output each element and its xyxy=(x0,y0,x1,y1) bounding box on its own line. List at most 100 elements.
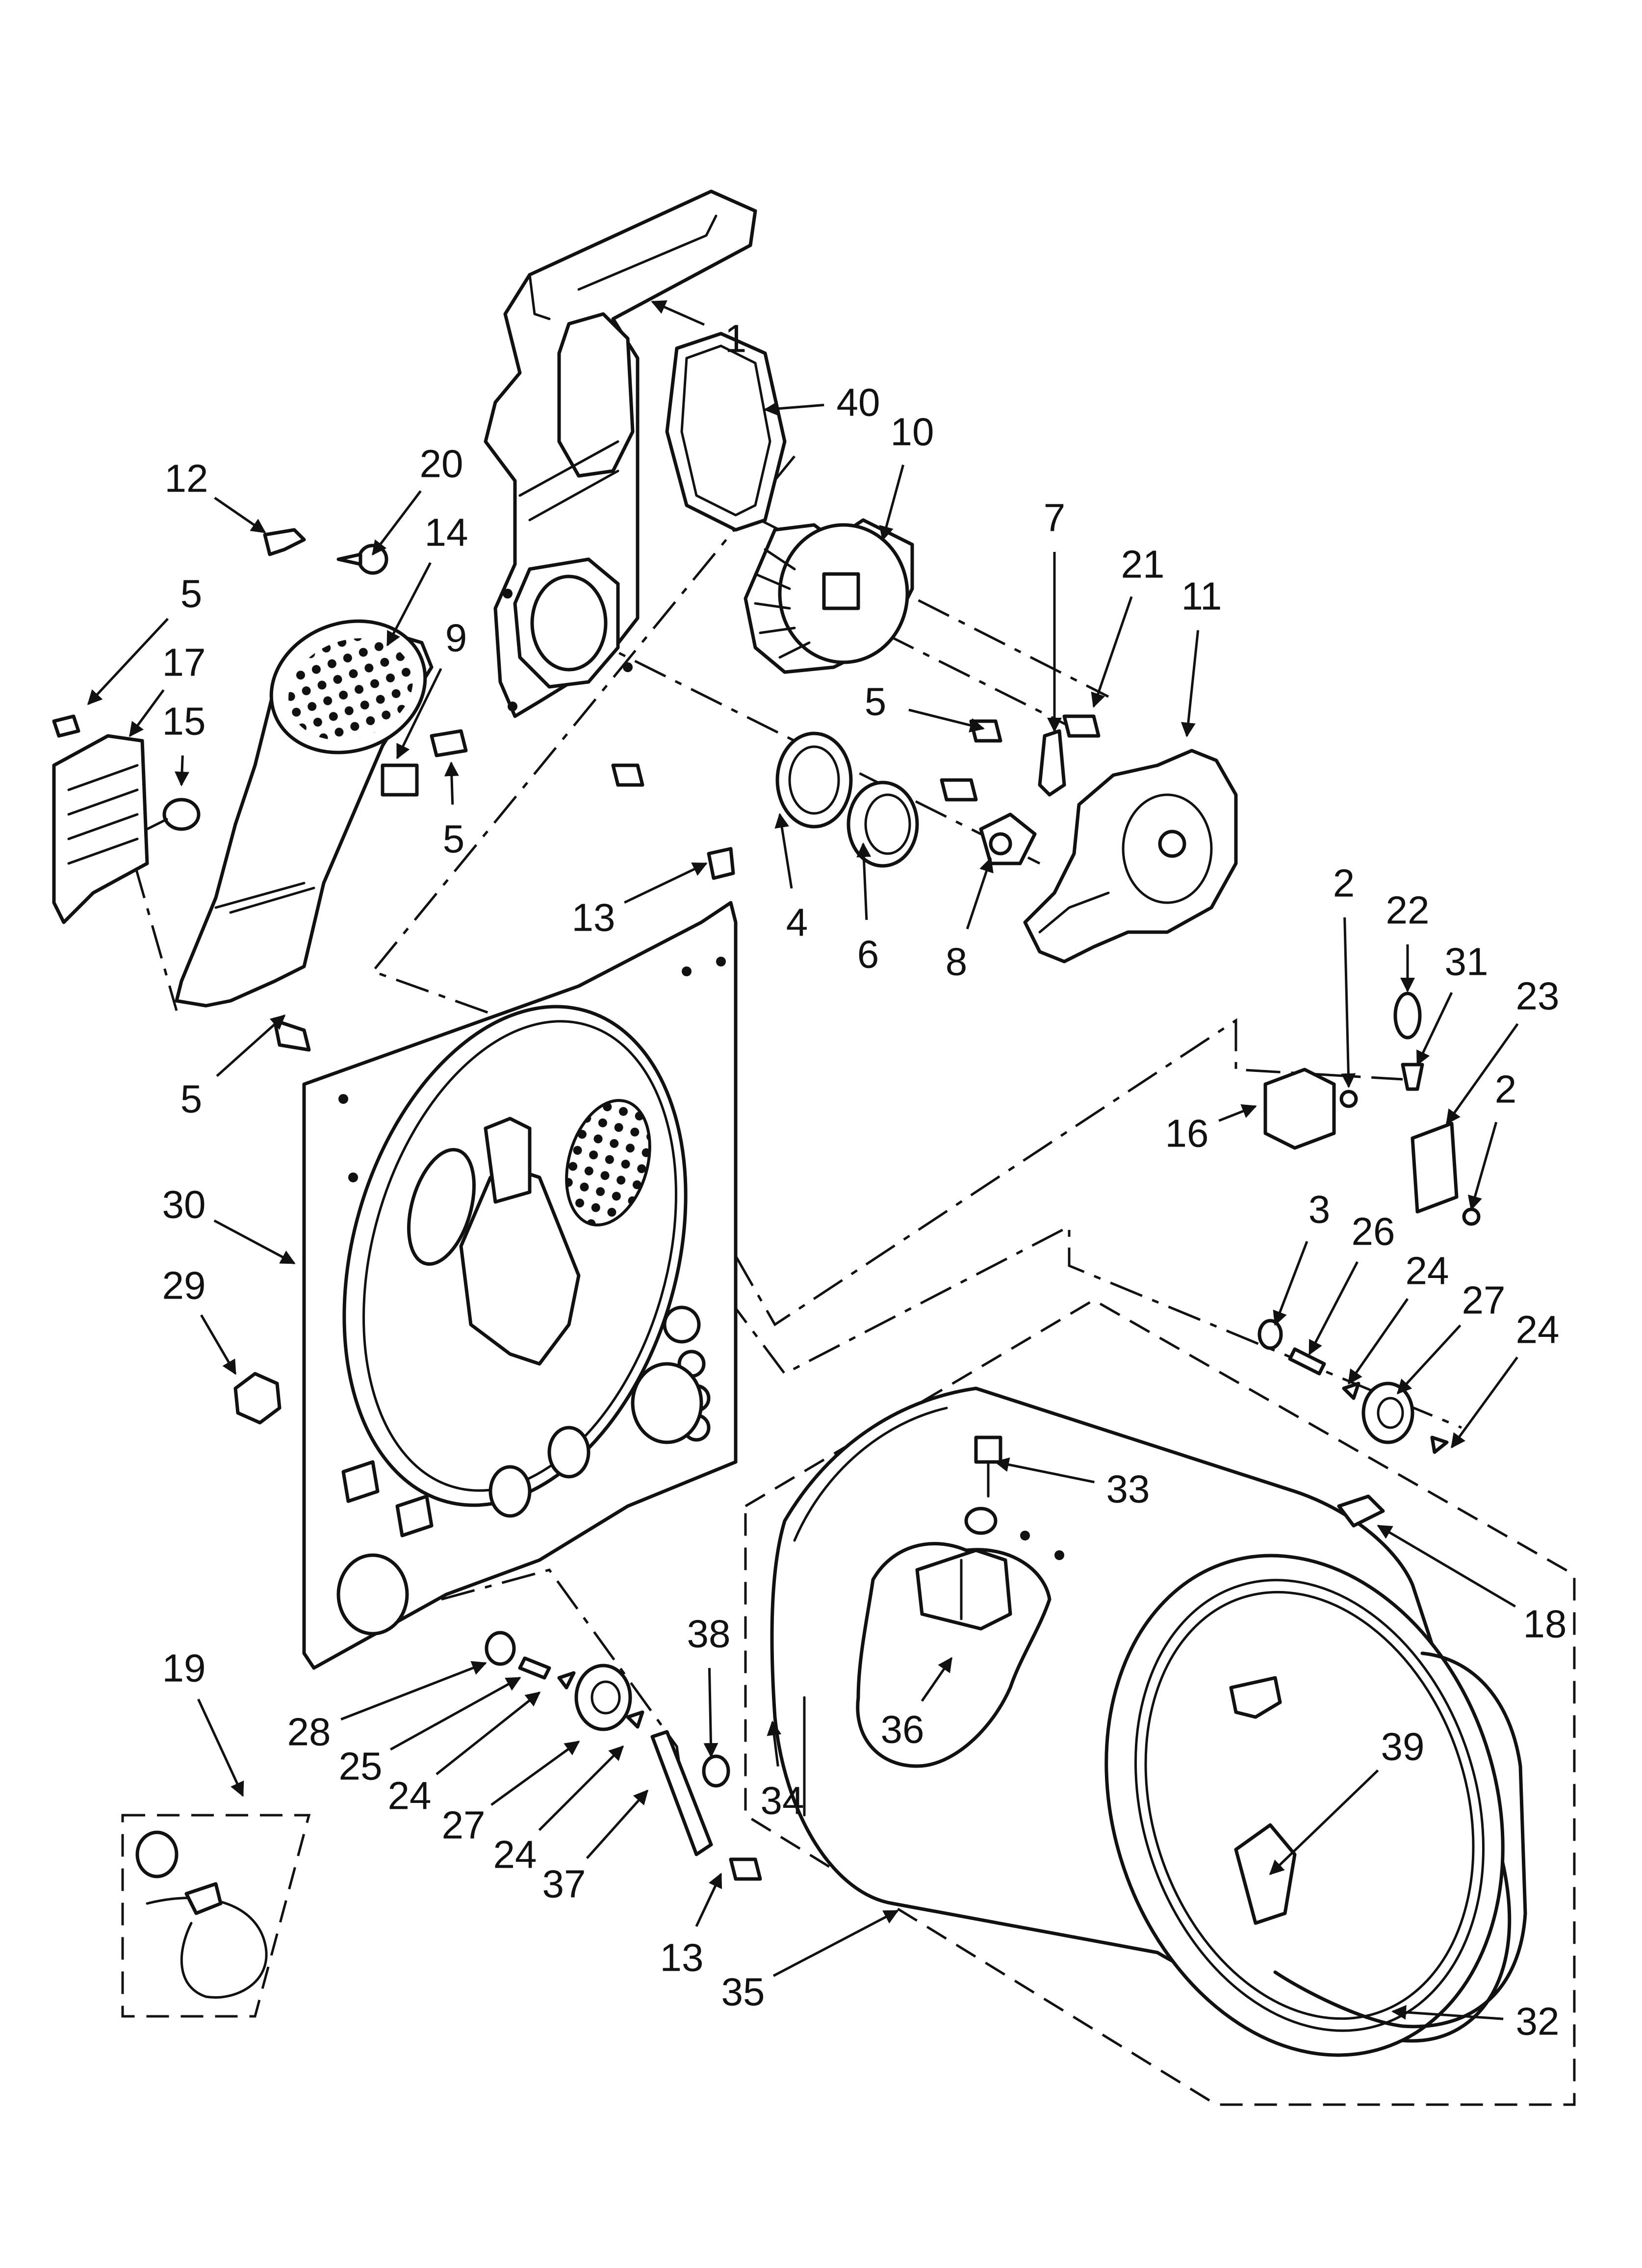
leader-line xyxy=(340,1661,487,1721)
leader-line xyxy=(490,1740,580,1806)
duct-gasket-part-40 xyxy=(665,332,787,532)
callout-c14: 14 xyxy=(386,511,468,647)
leader-line xyxy=(767,1721,782,1767)
blower-housing-part-11 xyxy=(1023,749,1238,964)
part-number-label: 27 xyxy=(1462,1278,1506,1322)
drive-belt-part-32 xyxy=(1273,1651,1527,2029)
bearing-part-6 xyxy=(847,781,919,868)
wire-kit-part-19 xyxy=(135,1830,268,1999)
leader-line xyxy=(1467,1121,1498,1211)
leader-line xyxy=(1396,1324,1462,1395)
blower-wheel-part-10 xyxy=(744,518,914,674)
screw-part-5-bottom xyxy=(273,1018,311,1052)
callout-c35: 35 xyxy=(721,1909,899,2014)
part-number-label: 29 xyxy=(162,1264,206,1307)
leader-line xyxy=(200,1314,237,1375)
clip-part-7 xyxy=(1038,729,1066,797)
part-number-label: 15 xyxy=(162,700,206,743)
part-number-label: 24 xyxy=(1406,1249,1449,1293)
callout-c40: 40 xyxy=(764,381,880,424)
leader-line xyxy=(538,1745,624,1831)
callout-c5d: 5 xyxy=(180,1014,286,1121)
callout-c2a: 2 xyxy=(1333,861,1356,1088)
part-number-label: 8 xyxy=(946,940,968,984)
part-number-label: 11 xyxy=(1181,574,1222,618)
callout-c33: 33 xyxy=(994,1457,1150,1511)
callout-c30: 30 xyxy=(162,1183,296,1265)
callout-c5a: 5 xyxy=(87,572,202,705)
roller-part-27-a xyxy=(1361,1382,1414,1444)
screw-part-5-heater xyxy=(52,714,80,738)
leader-line xyxy=(216,1014,286,1077)
part-number-label: 5 xyxy=(865,680,887,724)
callout-c11: 11 xyxy=(1180,574,1222,737)
leader-line xyxy=(213,1219,296,1265)
leader-line xyxy=(128,689,165,737)
seal-part-4 xyxy=(775,731,853,829)
part-number-label: 10 xyxy=(891,410,934,454)
ring-part-24-d xyxy=(626,1710,644,1729)
part-number-label: 21 xyxy=(1121,543,1165,586)
washer-part-38 xyxy=(702,1754,730,1788)
leader-line xyxy=(1341,917,1356,1088)
part-number-label: 33 xyxy=(1106,1467,1150,1511)
leader-line xyxy=(197,1698,244,1797)
part-number-label: 36 xyxy=(881,1708,924,1751)
ring-part-24-a xyxy=(1342,1382,1360,1400)
leader-line xyxy=(703,1668,718,1758)
leader-line xyxy=(386,562,432,647)
leader-line xyxy=(1180,630,1200,737)
screw-part-13-panel xyxy=(707,847,735,880)
leader-line xyxy=(1450,1356,1518,1449)
callout-c24c: 24 xyxy=(388,1692,541,1818)
heater-part-17 xyxy=(52,734,149,924)
screw-part-5-fan-b xyxy=(940,778,978,802)
screw-part-5-thermostat xyxy=(430,729,468,757)
leader-line xyxy=(772,1909,899,1977)
part-number-label: 20 xyxy=(420,442,463,486)
part-number-label: 18 xyxy=(1523,1602,1567,1646)
shaft-part-26 xyxy=(1288,1347,1326,1376)
part-number-label: 12 xyxy=(165,457,208,500)
ring-part-24-c xyxy=(557,1671,576,1690)
part-number-label: 35 xyxy=(721,1970,765,2014)
screw-part-13-bottom xyxy=(729,1857,762,1881)
leader-line xyxy=(774,813,793,889)
leader-line xyxy=(87,618,169,705)
motor-part-8 xyxy=(979,812,1037,865)
part-number-label: 40 xyxy=(837,381,880,424)
part-number-label: 37 xyxy=(542,1862,586,1906)
callout-c8: 8 xyxy=(946,857,994,984)
part-number-label: 25 xyxy=(339,1745,383,1788)
callout-c21: 21 xyxy=(1091,543,1165,708)
callout-c26: 26 xyxy=(1308,1210,1395,1356)
callout-c24a: 24 xyxy=(1347,1249,1449,1385)
callout-c29: 29 xyxy=(162,1264,237,1375)
callout-c13b: 13 xyxy=(660,1873,722,1980)
leader-line xyxy=(908,708,985,733)
leader-line xyxy=(921,1657,953,1702)
leader-line xyxy=(396,668,442,759)
part-number-label: 31 xyxy=(1445,940,1488,984)
callout-c7: 7 xyxy=(1044,496,1065,732)
leader-line xyxy=(856,842,872,920)
door-switch-part-16 xyxy=(1263,1068,1336,1150)
part-number-label: 39 xyxy=(1381,1725,1425,1769)
callout-c10: 10 xyxy=(879,410,934,541)
nut-part-29 xyxy=(233,1372,282,1425)
leader-line xyxy=(372,490,422,556)
callout-c23: 23 xyxy=(1445,974,1559,1125)
part-number-label: 2 xyxy=(1333,861,1355,905)
part-number-label: 4 xyxy=(786,901,808,944)
callout-c20: 20 xyxy=(372,442,463,556)
part-number-label: 28 xyxy=(287,1710,331,1754)
part-number-label: 14 xyxy=(425,511,468,554)
callout-c24d: 24 xyxy=(493,1745,624,1877)
idler-arm-part-37 xyxy=(650,1730,713,1856)
bulkhead-panel-part-30 xyxy=(302,901,738,1670)
callout-c37: 37 xyxy=(542,1789,649,1906)
part-number-label: 17 xyxy=(162,641,206,684)
part-number-label: 13 xyxy=(660,1936,704,1980)
